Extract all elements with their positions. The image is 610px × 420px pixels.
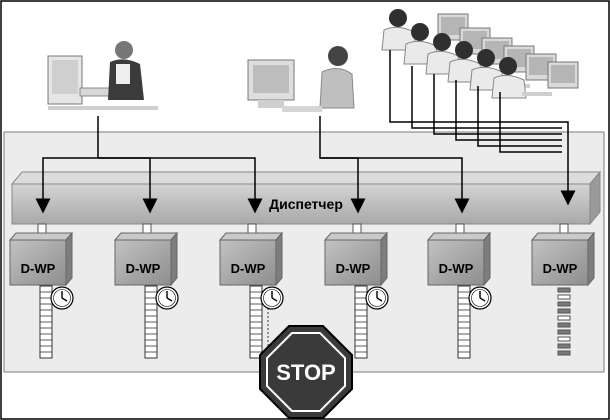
clock-icon bbox=[155, 286, 179, 310]
work-process-3: D-WP bbox=[218, 223, 284, 359]
work-process-label: D-WP bbox=[126, 261, 161, 276]
clock-icon bbox=[365, 286, 389, 310]
stop-label: STOP bbox=[276, 360, 336, 385]
request-queue bbox=[39, 285, 53, 359]
dispatcher-bar: Диспетчер bbox=[10, 170, 602, 226]
work-process-label: D-WP bbox=[21, 261, 56, 276]
work-process-label: D-WP bbox=[231, 261, 266, 276]
user-center-icon bbox=[247, 46, 355, 112]
dispatcher-label: Диспетчер bbox=[269, 196, 343, 212]
clock-icon bbox=[468, 286, 492, 310]
request-queue bbox=[144, 285, 158, 359]
stop-sign: STOP bbox=[259, 325, 353, 419]
work-process-4: D-WP bbox=[323, 223, 389, 359]
work-processes: D-WP D-WP D-WP D-WP D-WP D-WP bbox=[8, 223, 596, 359]
work-process-2: D-WP bbox=[113, 223, 179, 359]
request-lines bbox=[35, 50, 576, 214]
work-process-6: D-WP bbox=[530, 223, 596, 356]
clock-icon bbox=[50, 286, 74, 310]
work-process-label: D-WP bbox=[439, 261, 474, 276]
work-process-label: D-WP bbox=[543, 261, 578, 276]
clock-icon bbox=[260, 286, 284, 310]
request-queue bbox=[249, 285, 263, 359]
work-process-1: D-WP bbox=[8, 223, 74, 359]
idle-queue bbox=[557, 287, 571, 356]
work-process-5: D-WP bbox=[426, 223, 492, 359]
work-process-label: D-WP bbox=[336, 261, 371, 276]
user-left-icon bbox=[47, 41, 158, 110]
request-queue bbox=[354, 285, 368, 359]
request-queue bbox=[457, 285, 471, 359]
